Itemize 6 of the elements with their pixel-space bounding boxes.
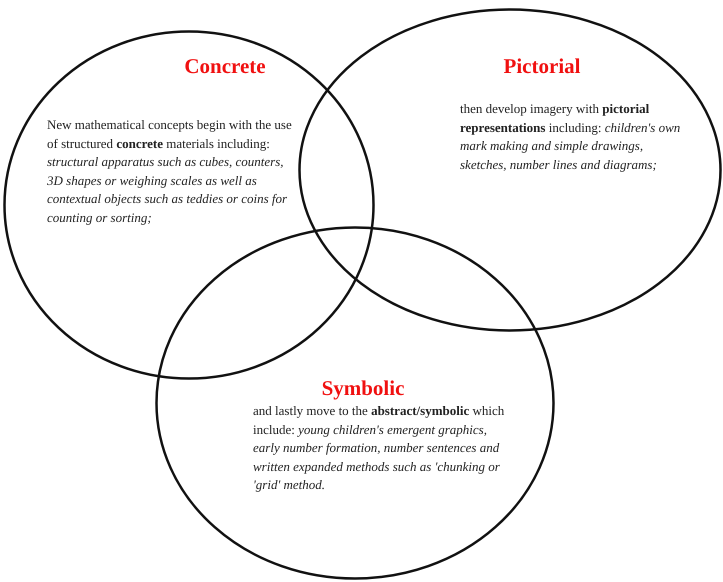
venn-heading: Concrete: [184, 54, 266, 79]
venn-description: and lastly move to the abstract/symbolic which include: young children's emergent graphics, early number formation, number sentences and written expanded methods such as 'chunking or 'grid' method.: [253, 402, 506, 494]
venn-heading: Symbolic: [322, 376, 404, 401]
venn-heading: Pictorial: [504, 54, 580, 79]
venn-description: New mathematical concepts begin with the use of structured concrete materials including: structural apparatus such as cubes, counters, 3D shapes or weighing scales as well as contextual objects such as teddies or coins for counting or sorting;: [47, 116, 293, 227]
venn-description: then develop imagery with pictorial representations including: children's own mark making and simple drawings, sketches, number lines and diagrams;: [460, 100, 682, 174]
